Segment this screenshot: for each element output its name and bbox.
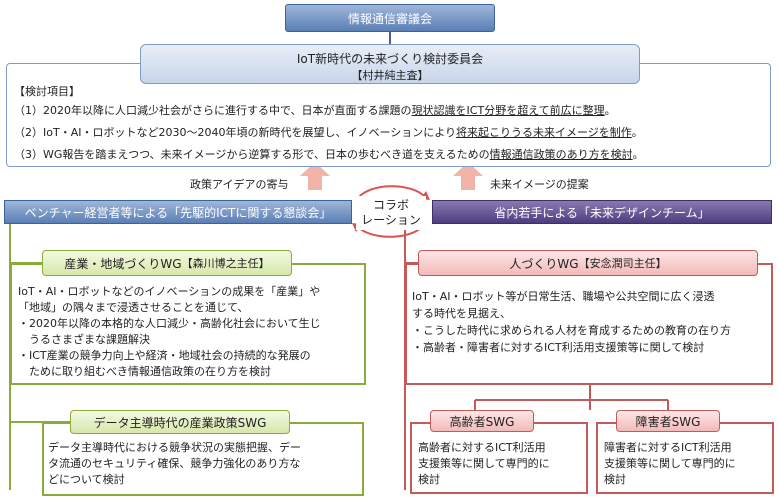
- wg2-title-box: 人づくりWG【安念潤司主任】: [418, 250, 758, 276]
- wg2-text: IoT・AI・ロボット等が日常生活、職場や公共空間に広く浸透する時代を見据え、・…: [412, 290, 731, 354]
- swg1-text: データ主導時代における競争状況の実態把握、データ流通のセキュリティ確保、競争力強…: [48, 441, 301, 486]
- swg2-title-box: 高齢者SWG: [430, 410, 534, 432]
- swg1-title-box: データ主導時代の産業政策SWG: [70, 410, 290, 434]
- swg2-title: 高齢者SWG: [449, 414, 515, 429]
- item-row: （3）WG報告を踏まえつつ、未来イメージから逆算する形で、日本の歩むべき道を支え…: [14, 148, 644, 161]
- left-group-header: ベンチャー経営者等による「先駆的ICTに関する懇談会」: [4, 200, 352, 224]
- swg3-title: 障害者SWG: [635, 414, 701, 429]
- committee-box: IoT新時代の未来づくり検討委員会 【村井純主査】: [140, 44, 640, 84]
- wg1-panel: [10, 263, 366, 385]
- swg1-title: データ主導時代の産業政策SWG: [93, 415, 267, 430]
- committee-chair: 【村井純主査】: [351, 69, 429, 82]
- wg1-title-box: 産業・地域づくりWG【森川博之主任】: [42, 250, 292, 276]
- wg2-chair: 【安念潤司主任】: [578, 257, 667, 270]
- left-arrow-label: 政策アイデアの寄与: [190, 178, 289, 191]
- wg1-text: IoT・AI・ロボットなどのイノベーションの成果を「産業」や「地域」の隅々まで浸…: [18, 285, 321, 378]
- swg1-panel: [42, 422, 364, 496]
- right-group-header: 省内若手による「未来デザインチーム」: [432, 200, 772, 224]
- right-up-arrow: [453, 162, 483, 190]
- committee-title: IoT新時代の未来づくり検討委員会: [296, 52, 484, 66]
- right-arrow-label: 未来イメージの提案: [490, 178, 589, 191]
- item-row: （2）IoT・AI・ロボットなど2030～2040年頃の新時代を展望し、イノベー…: [14, 126, 643, 139]
- items-header: 【検討項目】: [14, 85, 80, 98]
- swg3-text: 障害者に対するICT利活用支援策等に関して専門的に検討: [604, 441, 736, 486]
- swg2-text: 高齢者に対するICT利活用支援策等に関して専門的に検討: [418, 441, 550, 486]
- collab-label: コラボ レーション: [356, 196, 426, 230]
- council-title: 情報通信審議会: [347, 11, 432, 26]
- council-box: 情報通信審議会: [285, 4, 495, 32]
- wg1-title: 産業・地域づくりWG: [64, 256, 182, 271]
- left-up-arrow: [300, 162, 330, 190]
- wg2-title: 人づくりWG: [509, 256, 579, 271]
- items-list: （1）2020年以降に人口減少社会がさらに進行する中で、日本が直面する課題の現状…: [14, 102, 769, 164]
- item-row: （1）2020年以降に人口減少社会がさらに進行する中で、日本が直面する課題の現状…: [14, 104, 616, 117]
- wg1-chair: 【森川博之主任】: [181, 257, 270, 270]
- swg3-title-box: 障害者SWG: [616, 410, 720, 432]
